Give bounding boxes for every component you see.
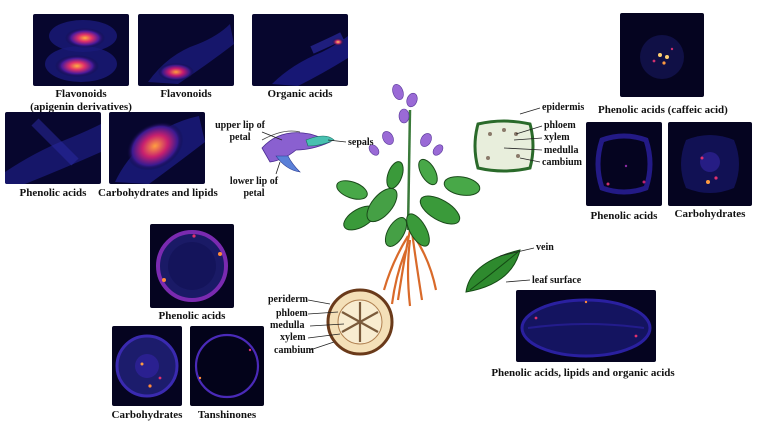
label-sepals: sepals [348, 137, 374, 148]
flower-detail-illustration [261, 130, 347, 175]
leaf-illustration [465, 247, 535, 293]
flower-panel-phenolic-acids [5, 112, 101, 184]
root-caption-1: Phenolic acids [158, 310, 226, 322]
label-stem-xylem: xylem [544, 132, 570, 143]
plant-leaves-illustration [336, 109, 481, 247]
root-panel-carbohydrates [112, 326, 182, 406]
label-root-periderm: periderm [268, 294, 308, 305]
root-panel-tanshinones [190, 326, 264, 406]
stem-caption-1: Phenolic acids (caffeic acid) [598, 104, 728, 116]
root-caption-3: Tanshinones [197, 409, 257, 421]
label-leaf-surface: leaf surface [532, 275, 582, 286]
plant-root-illustration [382, 229, 438, 307]
label-stem-phloem: phloem [544, 120, 576, 131]
label-stem-epidermis: epidermis [542, 102, 585, 113]
plant-flowers-illustration [368, 83, 444, 156]
label-root-phloem: phloem [276, 308, 308, 319]
flower-panel-carbohydrates-lipids [109, 112, 205, 184]
root-panel-phenolic-acids [150, 224, 234, 308]
label-leaf-vein: vein [536, 242, 554, 253]
flower-caption-4: Phenolic acids [19, 187, 87, 199]
stem-panel-carbohydrates [668, 122, 752, 206]
flower-panel-flavonoids [138, 14, 234, 86]
leaf-caption: Phenolic acids, lipids and organic acids [491, 367, 675, 379]
flower-caption-3: Organic acids [267, 88, 333, 100]
stem-panel-caffeic-acid [620, 13, 704, 97]
stem-caption-3: Carbohydrates [674, 208, 746, 220]
label-root-cambium: cambium [274, 345, 314, 356]
stem-panel-phenolic-acids [586, 122, 662, 206]
label-stem-medulla: medulla [544, 145, 579, 156]
stem-caption-2: Phenolic acids [590, 210, 658, 222]
label-root-xylem: xylem [280, 332, 306, 343]
flower-panel-flavonoids-apigenin [33, 14, 129, 86]
flower-caption-1: Flavonoids(apigenin derivatives) [30, 88, 132, 113]
root-caption-2: Carbohydrates [111, 409, 183, 421]
root-section-illustration [307, 288, 394, 356]
flower-panel-organic-acids [252, 14, 348, 86]
flower-caption-5: Carbohydrates and lipids [98, 187, 218, 199]
leaf-panel [516, 290, 656, 362]
label-stem-cambium: cambium [542, 157, 582, 168]
stem-section-illustration [473, 107, 543, 173]
label-root-medulla: medulla [270, 320, 305, 331]
flower-caption-2: Flavonoids [160, 88, 212, 100]
